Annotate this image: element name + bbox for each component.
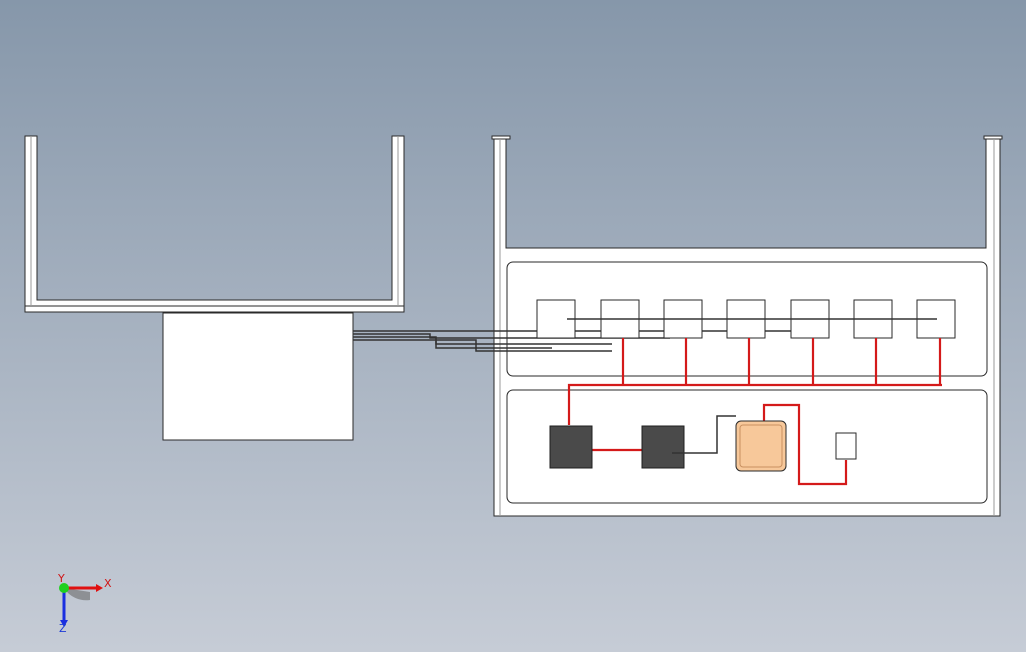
left-tray[interactable] xyxy=(24,135,405,313)
y-axis-label: Y xyxy=(57,572,65,585)
coordinate-triad: X Y Z xyxy=(57,572,112,635)
supply-to-controller-wire xyxy=(672,415,736,454)
controller-unit[interactable] xyxy=(735,420,787,472)
x-axis-label: X xyxy=(104,577,112,590)
power-supply-unit-1[interactable] xyxy=(549,425,593,469)
z-axis-label: Z xyxy=(59,622,67,635)
left-enclosure-box[interactable] xyxy=(162,312,354,441)
small-terminal-block[interactable] xyxy=(835,432,857,460)
power-supply-unit-2[interactable] xyxy=(641,425,685,469)
controller-unit-inner xyxy=(739,424,783,468)
